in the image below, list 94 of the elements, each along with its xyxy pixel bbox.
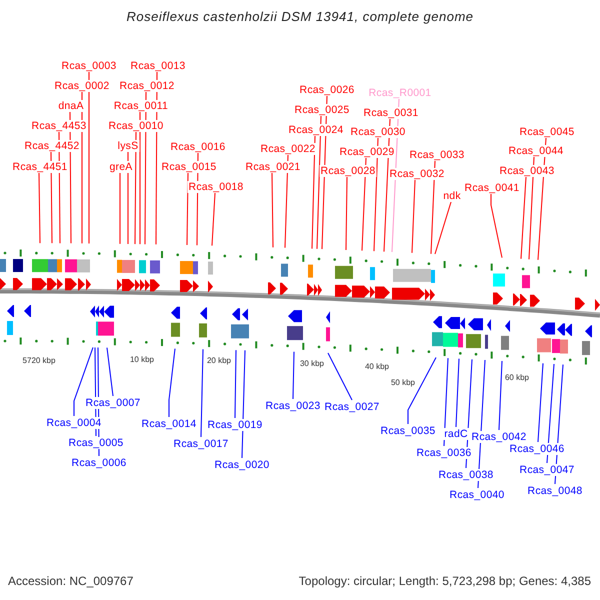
gene-label: Rcas_0013 — [130, 60, 186, 72]
gene-label: Rcas_4452 — [24, 140, 80, 152]
gene-label: Rcas_0048 — [526, 485, 584, 497]
gene-label: Rcas_0023 — [264, 400, 322, 412]
scale-label: 40 kbp — [364, 362, 390, 371]
gene-label: Rcas_0007 — [84, 397, 142, 409]
gene-label: greA — [108, 161, 134, 173]
leader-line — [374, 138, 378, 252]
leader-line — [444, 358, 448, 446]
leader-line — [312, 136, 316, 250]
gene-label: Rcas_0042 — [470, 431, 528, 443]
scale-label: 5720 kbp — [22, 356, 56, 365]
leader-line — [316, 116, 322, 250]
leader-line — [134, 132, 136, 245]
gene-label: Rcas_0017 — [172, 438, 230, 450]
leader-line — [538, 362, 544, 442]
gene-label: Rcas_0015 — [160, 161, 218, 173]
gene-label: Rcas_0035 — [380, 425, 436, 437]
leader-line — [434, 202, 452, 255]
gene-label: Rcas_0006 — [70, 457, 128, 469]
gene-label: Rcas_0047 — [518, 464, 576, 476]
leader-line — [186, 172, 188, 246]
gene-label: lysS — [116, 140, 140, 152]
gene-label: Rcas_0010 — [108, 120, 164, 132]
gene-label: Rcas_0011 — [112, 100, 170, 112]
gene-label: Rcas_0020 — [214, 459, 270, 471]
leader-line — [346, 176, 348, 250]
gene-label: Rcas_0021 — [244, 161, 302, 173]
gene-label: Rcas_0027 — [324, 401, 380, 413]
gene-label: Rcas_0012 — [118, 80, 176, 92]
gene-label: Rcas_0028 — [320, 165, 376, 177]
gene-label: Rcas_0031 — [362, 107, 420, 119]
leader-line — [50, 152, 52, 244]
leader-line — [546, 364, 554, 464]
leader-line — [38, 172, 40, 244]
leader-line — [272, 172, 274, 248]
gene-label: Rcas_0038 — [438, 469, 494, 481]
leader-line — [362, 158, 366, 252]
gene-label: Rcas_0022 — [260, 143, 316, 155]
gene-label: Rcas_0026 — [298, 84, 356, 96]
leader-line — [88, 72, 90, 244]
leader-line — [168, 348, 176, 418]
leader-line — [412, 180, 416, 254]
leader-line — [456, 358, 460, 428]
leader-line — [284, 154, 288, 248]
title: Roseiflexus castenholzii DSM 13941, complete genome — [125, 9, 475, 24]
leader-line — [498, 360, 502, 430]
gene-label: Rcas_0019 — [206, 419, 264, 431]
leader-line — [408, 357, 436, 424]
gene-label: Rcas_4451 — [12, 161, 68, 173]
leader-line — [328, 352, 352, 400]
leader-line — [106, 347, 114, 396]
scale-label: 20 kbp — [206, 356, 232, 365]
leader-line — [520, 176, 526, 260]
scale-label: 60 kbp — [504, 373, 530, 382]
gene-label: Rcas_0044 — [508, 145, 564, 157]
gene-label: Rcas_0036 — [416, 447, 472, 459]
leader-line — [528, 156, 534, 260]
leader-line — [430, 160, 436, 254]
gene-label: radC — [443, 428, 469, 440]
gene-label: Rcas_0030 — [350, 126, 406, 138]
gene-label: Rcas_0003 — [60, 60, 118, 72]
gene-label: Rcas_0002 — [54, 80, 110, 92]
gene-label: Rcas_0046 — [508, 443, 566, 455]
gene-label: Rcas_0045 — [518, 126, 576, 138]
leader-line — [200, 348, 204, 438]
gene-label: Rcas_0029 — [338, 146, 396, 158]
leader-line — [242, 350, 246, 458]
gene-label: Rcas_0033 — [408, 149, 466, 161]
leader-line — [292, 351, 294, 400]
genome-summary: Topology: circular; Length: 5,723,298 bp; Genes: 4,385 — [298, 574, 591, 588]
gene-label: Rcas_0018 — [188, 181, 244, 193]
gene-label: dnaA — [57, 100, 85, 112]
leader-line — [490, 194, 502, 258]
accession-text: Accession: NC_009767 — [8, 574, 134, 588]
gene-label: Rcas_0016 — [170, 141, 226, 153]
scale-label: 10 kbp — [130, 355, 154, 364]
scale-label: 30 kbp — [300, 359, 324, 368]
leader-line — [74, 346, 94, 416]
gene-label: Rcas_0043 — [498, 165, 556, 177]
leader-line — [212, 192, 216, 246]
gene-label: Rcas_0014 — [140, 418, 198, 430]
gene-label: ndk — [442, 190, 462, 202]
gene-label: Rcas_0040 — [448, 489, 506, 501]
gene-label: Rcas_0005 — [68, 437, 124, 449]
gene-label: Rcas_0032 — [388, 168, 446, 180]
gene-label: Rcas_0024 — [288, 124, 344, 136]
leader-line — [234, 350, 236, 418]
gene-label: Rcas_4453 — [30, 120, 88, 132]
gene-label: Rcas_R0001 — [368, 87, 432, 99]
scale-label: 50 kbp — [390, 378, 416, 387]
gene-label: Rcas_0025 — [294, 104, 350, 116]
gene-label: Rcas_0004 — [46, 417, 102, 429]
gene-label: Rcas_0041 — [464, 182, 520, 194]
